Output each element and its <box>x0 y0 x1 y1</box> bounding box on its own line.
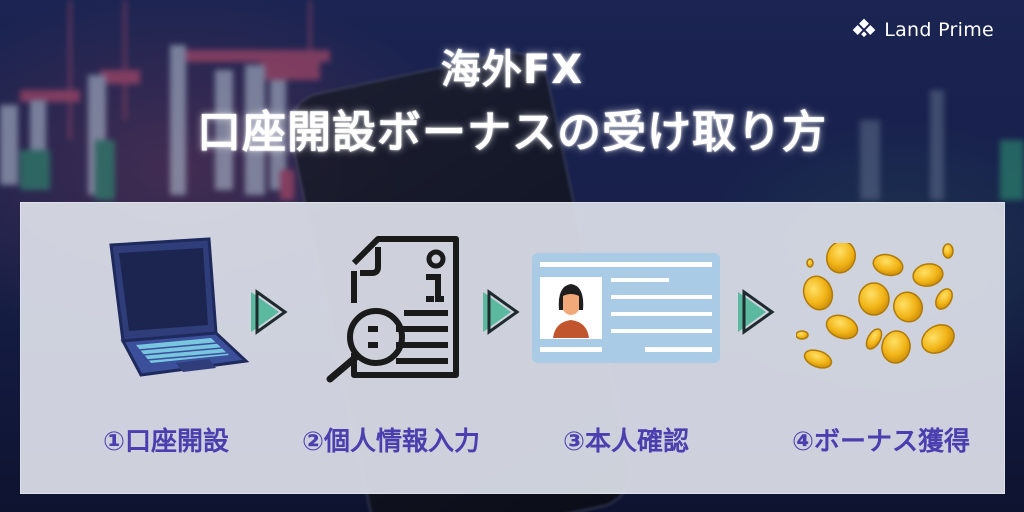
brand-name: Land Prime <box>884 19 994 41</box>
laptop-icon <box>109 237 250 377</box>
title-line-1: 海外FX <box>440 47 584 93</box>
play-arrow-icon <box>738 289 775 335</box>
step-4-label: ④ボーナス獲得 <box>791 427 970 457</box>
play-arrow-icon <box>483 289 520 335</box>
brand-logo: Land Prime <box>852 18 994 42</box>
id-card-icon <box>532 253 720 363</box>
step-3: ③本人確認 <box>526 203 726 495</box>
step-2-label: ②個人情報入力 <box>301 427 480 457</box>
diamond-logo-icon <box>852 18 876 38</box>
step-3-label: ③本人確認 <box>562 427 689 457</box>
gold-coins-icon <box>796 243 955 369</box>
step-1: ①口座開設 <box>66 203 266 495</box>
step-4: ④ボーナス獲得 <box>781 203 981 495</box>
document-search-info-icon <box>326 236 459 383</box>
play-arrow-icon <box>251 289 288 335</box>
steps-panel: ①口座開設 ② <box>20 202 1005 494</box>
page-title: 海外FX 口座開設ボーナスの受け取り方 <box>0 44 1024 164</box>
step-2: ②個人情報入力 <box>291 203 491 495</box>
step-1-label: ①口座開設 <box>102 427 229 457</box>
title-line-2: 口座開設ボーナスの受け取り方 <box>197 107 827 158</box>
